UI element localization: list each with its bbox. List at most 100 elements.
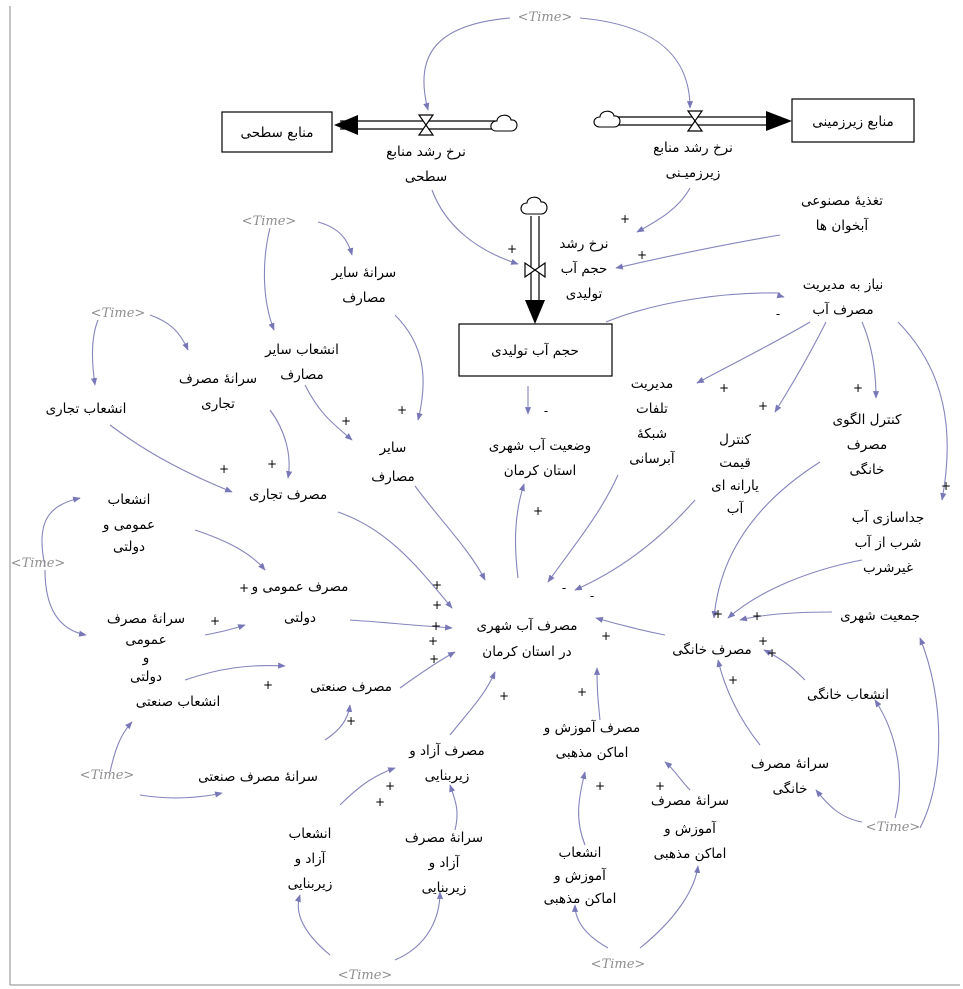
stock-produced-water-label: حجم آب تولیدی <box>491 342 579 359</box>
svg-text:+: + <box>637 248 647 262</box>
var-subsidy-price-line1: کنترل <box>719 432 751 448</box>
flow-ground-growth-line2: زیرزمیـنی <box>666 165 721 181</box>
time-shadow-industrial[interactable]: <Time> <box>80 768 135 783</box>
svg-text:+: + <box>767 646 777 660</box>
var-management-need[interactable]: نیاز به مدیریت مصرف آب <box>803 277 884 318</box>
var-commercial-branches[interactable]: انشعاب تجاری <box>46 401 127 417</box>
var-free-zone-branches[interactable]: انشعاب آزاد و زیربنایی <box>288 826 333 892</box>
var-education-per-capita-line3: اماکن مذهبی <box>654 846 727 862</box>
cloud-source-ground <box>593 110 621 128</box>
var-public-per-capita[interactable]: سرانۀ مصرف عمومی و دولتی <box>107 611 185 685</box>
time-shadow-commercial[interactable]: <Time> <box>91 306 146 321</box>
var-other-branches-line2: مصارف <box>280 367 324 383</box>
svg-text:+: + <box>752 609 762 623</box>
time-shadow-free-zone[interactable]: <Time> <box>338 968 393 983</box>
svg-text:+: + <box>853 381 863 395</box>
svg-text:+: + <box>341 414 351 428</box>
stock-groundwater-resources-label: منابع زیرزمینی <box>812 114 894 130</box>
stock-surface-resources[interactable]: منابع سطحی <box>221 111 333 153</box>
var-network-losses[interactable]: مدیریت تلفات شبکۀ آبرسانی <box>629 376 676 467</box>
var-commercial-per-capita[interactable]: سرانۀ مصرف تجاری <box>179 371 257 412</box>
var-commercial-use-label: مصرف تجاری <box>249 487 327 503</box>
var-public-branches[interactable]: انشعاب عمومی و دولتی <box>102 492 155 555</box>
svg-text:+: + <box>263 678 273 692</box>
var-free-zone-branches-line2: آزاد و <box>294 850 327 867</box>
cloud-source-produced <box>520 196 548 215</box>
flow-produced-growth-line1: نرخ رشد <box>559 236 608 252</box>
var-water-status[interactable]: وضعیت آب شهری استان کرمان <box>489 437 591 479</box>
time-shadow-variables: <Time> <Time> <Time> <Time> <Time> <Time… <box>11 10 921 983</box>
svg-text:+: + <box>601 629 611 643</box>
var-public-use-line1: مصرف عمومی و <box>251 579 349 595</box>
time-shadow-top[interactable]: <Time> <box>518 10 573 25</box>
var-urban-use[interactable]: مصرف آب شهری در استان کرمان <box>477 617 578 660</box>
flow-produced-growth[interactable]: نرخ رشد حجم آب تولیدی <box>559 236 608 302</box>
svg-text:+: + <box>431 619 441 633</box>
var-urban-population[interactable]: جمعیت شهری <box>840 608 920 624</box>
flow-surface-growth-line1: نرخ رشد منابع <box>386 144 466 160</box>
var-industrial-use-label: مصرف صنعتی <box>310 679 392 695</box>
flow-produced-growth-line2: حجم آب <box>561 260 608 277</box>
svg-text:+: + <box>713 607 723 621</box>
svg-text:+: + <box>719 381 729 395</box>
var-artificial-recharge[interactable]: تغذیۀ مصنوعی آبخوان ها <box>801 193 883 234</box>
svg-text:+: + <box>499 689 509 703</box>
var-household-pattern-line1: کنترل الگوی <box>833 411 903 428</box>
var-education-use-line2: اماکن مذهبی <box>556 745 629 761</box>
var-free-zone-use-line2: زیربنایی <box>425 768 470 784</box>
flow-pipe-produced <box>524 216 546 324</box>
svg-text:+: + <box>239 581 249 595</box>
var-industrial-use[interactable]: مصرف صنعتی <box>310 679 392 695</box>
var-public-use[interactable]: مصرف عمومی و دولتی <box>251 579 349 626</box>
var-other-per-capita[interactable]: سرانۀ سایر مصارف <box>331 265 396 306</box>
var-education-use[interactable]: مصرف آموزش و اماکن مذهبی <box>543 719 640 761</box>
var-household-use[interactable]: مصرف خانگی <box>672 641 752 658</box>
time-shadow-public[interactable]: <Time> <box>11 556 66 571</box>
var-subsidy-price-line2: قیمت <box>719 455 751 471</box>
var-free-zone-per-capita-line3: زیربنایی <box>422 880 467 896</box>
var-public-per-capita-line3: و <box>142 650 150 666</box>
cloud-source-surface <box>490 114 518 132</box>
var-subsidy-price[interactable]: کنترل قیمت یارانه ای آب <box>711 432 759 517</box>
var-commercial-use[interactable]: مصرف تجاری <box>249 487 327 503</box>
flow-pipe-ground <box>605 110 792 132</box>
var-other-branches[interactable]: انشعاب سایر مصارف <box>264 342 339 383</box>
var-household-pattern[interactable]: کنترل الگوی مصرف خانگی <box>833 411 903 478</box>
svg-text:+: + <box>758 634 768 648</box>
var-other-per-capita-line2: مصارف <box>342 290 386 306</box>
flow-surface-growth[interactable]: نرخ رشد منابع سطحی <box>386 144 466 185</box>
var-household-per-capita[interactable]: سرانۀ مصرف خانگی <box>751 756 829 797</box>
time-shadow-education[interactable]: <Time> <box>591 957 646 972</box>
var-industrial-branches[interactable]: انشعاب صنعتی <box>136 694 221 710</box>
var-industrial-per-capita[interactable]: سرانۀ مصرف صنعتی <box>198 769 318 785</box>
svg-text:+: + <box>728 673 738 687</box>
var-education-per-capita[interactable]: سرانۀ مصرف آموزش و اماکن مذهبی <box>651 793 729 862</box>
var-management-need-line2: مصرف آب <box>812 301 873 318</box>
time-shadow-other[interactable]: <Time> <box>242 214 297 229</box>
var-urban-use-line1: مصرف آب شهری <box>477 617 578 634</box>
var-artificial-recharge-line1: تغذیۀ مصنوعی <box>801 193 883 209</box>
var-household-per-capita-line2: خانگی <box>773 780 808 797</box>
var-water-status-line2: استان کرمان <box>504 463 577 479</box>
stock-groundwater-resources[interactable]: منابع زیرزمینی <box>791 98 915 143</box>
svg-text:-: - <box>590 589 594 603</box>
var-other-per-capita-line1: سرانۀ سایر <box>331 265 396 281</box>
var-commercial-per-capita-line2: تجاری <box>201 396 235 412</box>
var-artificial-recharge-line2: آبخوان ها <box>816 217 870 234</box>
var-water-separation[interactable]: جداسازی آب شرب از آب غیرشرب <box>852 509 924 576</box>
var-household-branches[interactable]: انشعاب خانگی <box>807 686 889 703</box>
var-free-zone-branches-line3: زیربنایی <box>288 876 333 892</box>
var-management-need-line1: نیاز به مدیریت <box>803 277 884 293</box>
var-free-zone-use[interactable]: مصرف آزاد و زیربنایی <box>408 742 485 784</box>
flow-ground-growth[interactable]: نرخ رشد منابع زیرزمیـنی <box>653 140 733 181</box>
var-free-zone-per-capita[interactable]: سرانۀ مصرف آزاد و زیربنایی <box>405 830 483 896</box>
var-public-per-capita-line2: عمومی <box>125 632 166 648</box>
var-water-status-line1: وضعیت آب شهری <box>489 437 591 454</box>
var-other-use[interactable]: سایر مصارف <box>371 440 415 485</box>
var-commercial-per-capita-line1: سرانۀ مصرف <box>179 371 257 387</box>
time-shadow-household[interactable]: <Time> <box>866 820 921 835</box>
var-education-branches[interactable]: انشعاب آموزش و اماکن مذهبی <box>544 845 617 907</box>
stock-produced-water[interactable]: حجم آب تولیدی <box>458 323 613 377</box>
var-public-per-capita-line4: دولتی <box>130 669 162 685</box>
